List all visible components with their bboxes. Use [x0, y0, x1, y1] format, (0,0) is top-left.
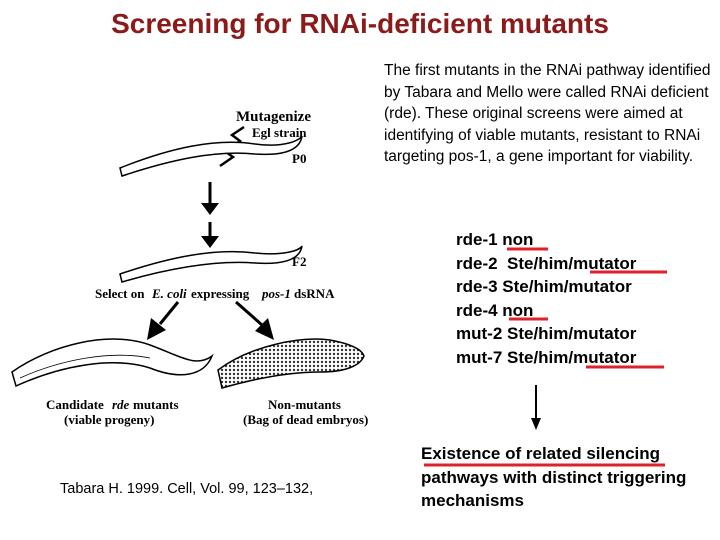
p0-label: P0 [292, 151, 306, 166]
slide-title: Screening for RNAi-deficient mutants [111, 8, 609, 39]
down-arrow-icon [201, 236, 219, 248]
mutant-item: rde-2 Ste/him/mutator [456, 253, 637, 273]
mutant-item: rde-3 Ste/him/mutator [456, 277, 632, 296]
viable-progeny-label: (viable progeny) [64, 412, 154, 427]
mutant-item: rde-1 non [456, 230, 534, 249]
non-mutants-label: Non-mutants [268, 397, 341, 412]
bag-embryos-label: (Bag of dead embryos) [243, 412, 368, 427]
p0-worm [119, 135, 303, 177]
down-right-arrow-icon [255, 318, 274, 340]
mutant-item: mut-2 Ste/him/mutator [456, 324, 637, 343]
down-arrow-icon [531, 418, 541, 430]
candidate-worm [11, 338, 214, 388]
citation: Tabara H. 1999. Cell, Vol. 99, 123–132, [60, 481, 314, 497]
mutant-item: rde-4 non [456, 300, 534, 320]
bag-of-embryos-worm [217, 338, 365, 389]
candidate-label: Candidate rde mutants [46, 397, 179, 412]
mutant-item: mut-7 Ste/him/mutator [456, 347, 637, 367]
mutagenize-label: Mutagenize [236, 109, 311, 125]
conclusion-text: Existence of related silencing pathways … [421, 444, 687, 510]
down-left-arrow-icon [147, 318, 166, 340]
intro-paragraph: The first mutants in the RNAi pathway id… [384, 62, 711, 165]
f2-worm [119, 245, 303, 283]
egl-strain-label: Egl strain [252, 125, 307, 140]
selection-label: Select on E. coli expressing pos-1 dsRNA [95, 286, 335, 301]
mutant-list: rde-1 non rde-2 Ste/him/mutator rde-3 St… [456, 228, 636, 369]
f2-label: F2 [292, 254, 306, 269]
down-arrow-icon [201, 203, 219, 215]
